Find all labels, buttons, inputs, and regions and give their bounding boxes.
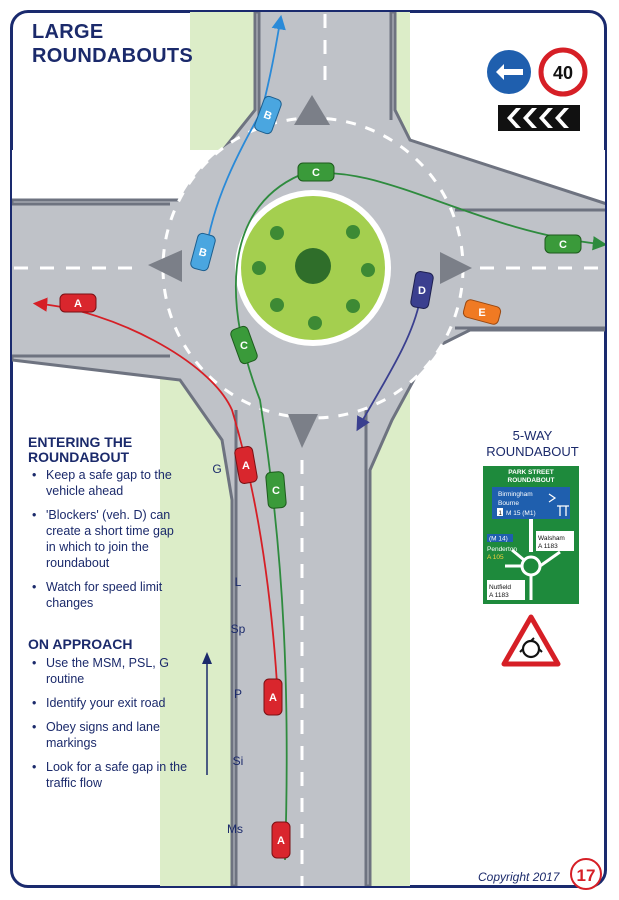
roundabout-warning-sign [501,614,561,667]
five-way-line: ROUNDABOUT [486,444,579,459]
svg-text:ROUNDABOUT: ROUNDABOUT [508,477,555,484]
svg-text:A: A [269,692,277,704]
svg-text:Walsham: Walsham [538,535,565,542]
vehicle-a-entry: A [234,446,258,484]
vehicle-c-lower: C [265,471,287,509]
vehicle-e: E [462,299,502,325]
list-item: Obey signs and lane markings [28,719,188,751]
svg-text:A 1183: A 1183 [489,592,509,599]
vehicle-c-right: C [544,234,582,254]
copyright: Copyright 2017 [478,870,560,884]
five-way-label: 5-WAY ROUNDABOUT [470,428,595,460]
turn-left-sign [487,50,531,94]
list-item: Identify your exit road [28,695,188,711]
path-a [32,297,279,701]
page-number: 17 [570,858,602,890]
chevron-sign [498,105,580,131]
stage-label: P [233,687,242,701]
svg-text:Birmingham: Birmingham [498,491,533,498]
svg-text:B: B [197,246,208,260]
vehicle-b-left: B [190,232,216,272]
svg-text:A: A [277,835,285,847]
motorway-icon [557,505,569,516]
list-item: Use the MSM, PSL, G routine [28,655,188,687]
roundabout-direction-sign: PARK STREET ROUNDABOUT Birmingham Bourne… [481,464,581,606]
approach-arrow-head [202,652,212,664]
stage-label: L [234,575,242,589]
motorway-panel [492,487,570,519]
vehicle-b-top: B [254,95,282,135]
vehicle-d: D [410,271,434,309]
heading-line: ENTERING THE [28,434,133,450]
shrub-icons [252,225,375,330]
svg-text:C: C [312,167,320,179]
svg-text:Penderton: Penderton [487,546,517,553]
svg-text:C: C [272,485,280,497]
path-d [356,299,421,432]
vehicle-a-bottom: A [271,821,291,859]
svg-text:PARK STREET: PARK STREET [508,469,553,476]
stage-label: G [212,462,222,476]
stage-label: Si [232,754,244,768]
list-item: Watch for speed limit changes [28,579,183,611]
svg-text:(M 14): (M 14) [489,536,508,543]
svg-text:E: E [478,307,485,319]
svg-text:Nutfield: Nutfield [489,584,511,591]
svg-text:B: B [262,109,274,123]
svg-text:A 105: A 105 [487,554,504,561]
svg-text:A: A [242,460,250,472]
tree-icon [295,248,331,284]
heading-line: ROUNDABOUT [28,449,130,465]
approach-heading: ON APPROACH [28,636,133,652]
path-c [234,172,605,861]
arrow-left-icon [496,64,523,80]
title-line: ROUNDABOUTS [32,45,194,67]
svg-text:M 15 (M1): M 15 (M1) [506,510,536,517]
entering-heading: ENTERING THE ROUNDABOUT [28,435,132,465]
vehicle-a-left: A [59,293,97,313]
splitter-islands [148,95,472,448]
svg-text:C: C [559,239,567,251]
chevron-left-icon [507,108,569,128]
page-title: LARGE ROUNDABOUTS [32,20,193,68]
title-line: LARGE [32,21,104,43]
stage-label: Sp [230,622,246,636]
speed-limit-sign: 40 [538,47,588,97]
vehicle-a-mid: A [263,678,283,716]
list-item: 'Blockers' (veh. D) can create a short t… [28,507,183,571]
entering-list: Keep a safe gap to the vehicle ahead 'Bl… [28,467,183,619]
svg-text:Bourne: Bourne [498,500,519,507]
svg-text:D: D [418,285,426,297]
svg-text:C: C [240,340,248,352]
svg-text:1: 1 [499,511,503,517]
list-item: Look for a safe gap in the traffic flow [28,759,188,791]
svg-text:40: 40 [553,63,573,83]
svg-text:A 1183: A 1183 [538,543,558,550]
airport-icon [548,493,557,503]
list-item: Keep a safe gap to the vehicle ahead [28,467,183,499]
approach-list: Use the MSM, PSL, G routine Identify you… [28,655,188,799]
vehicle-c-top: C [297,162,335,182]
five-way-line: 5-WAY [512,428,553,443]
svg-text:A: A [74,298,82,310]
vehicle-c-left: C [230,325,258,365]
stage-label: Ms [227,822,243,836]
